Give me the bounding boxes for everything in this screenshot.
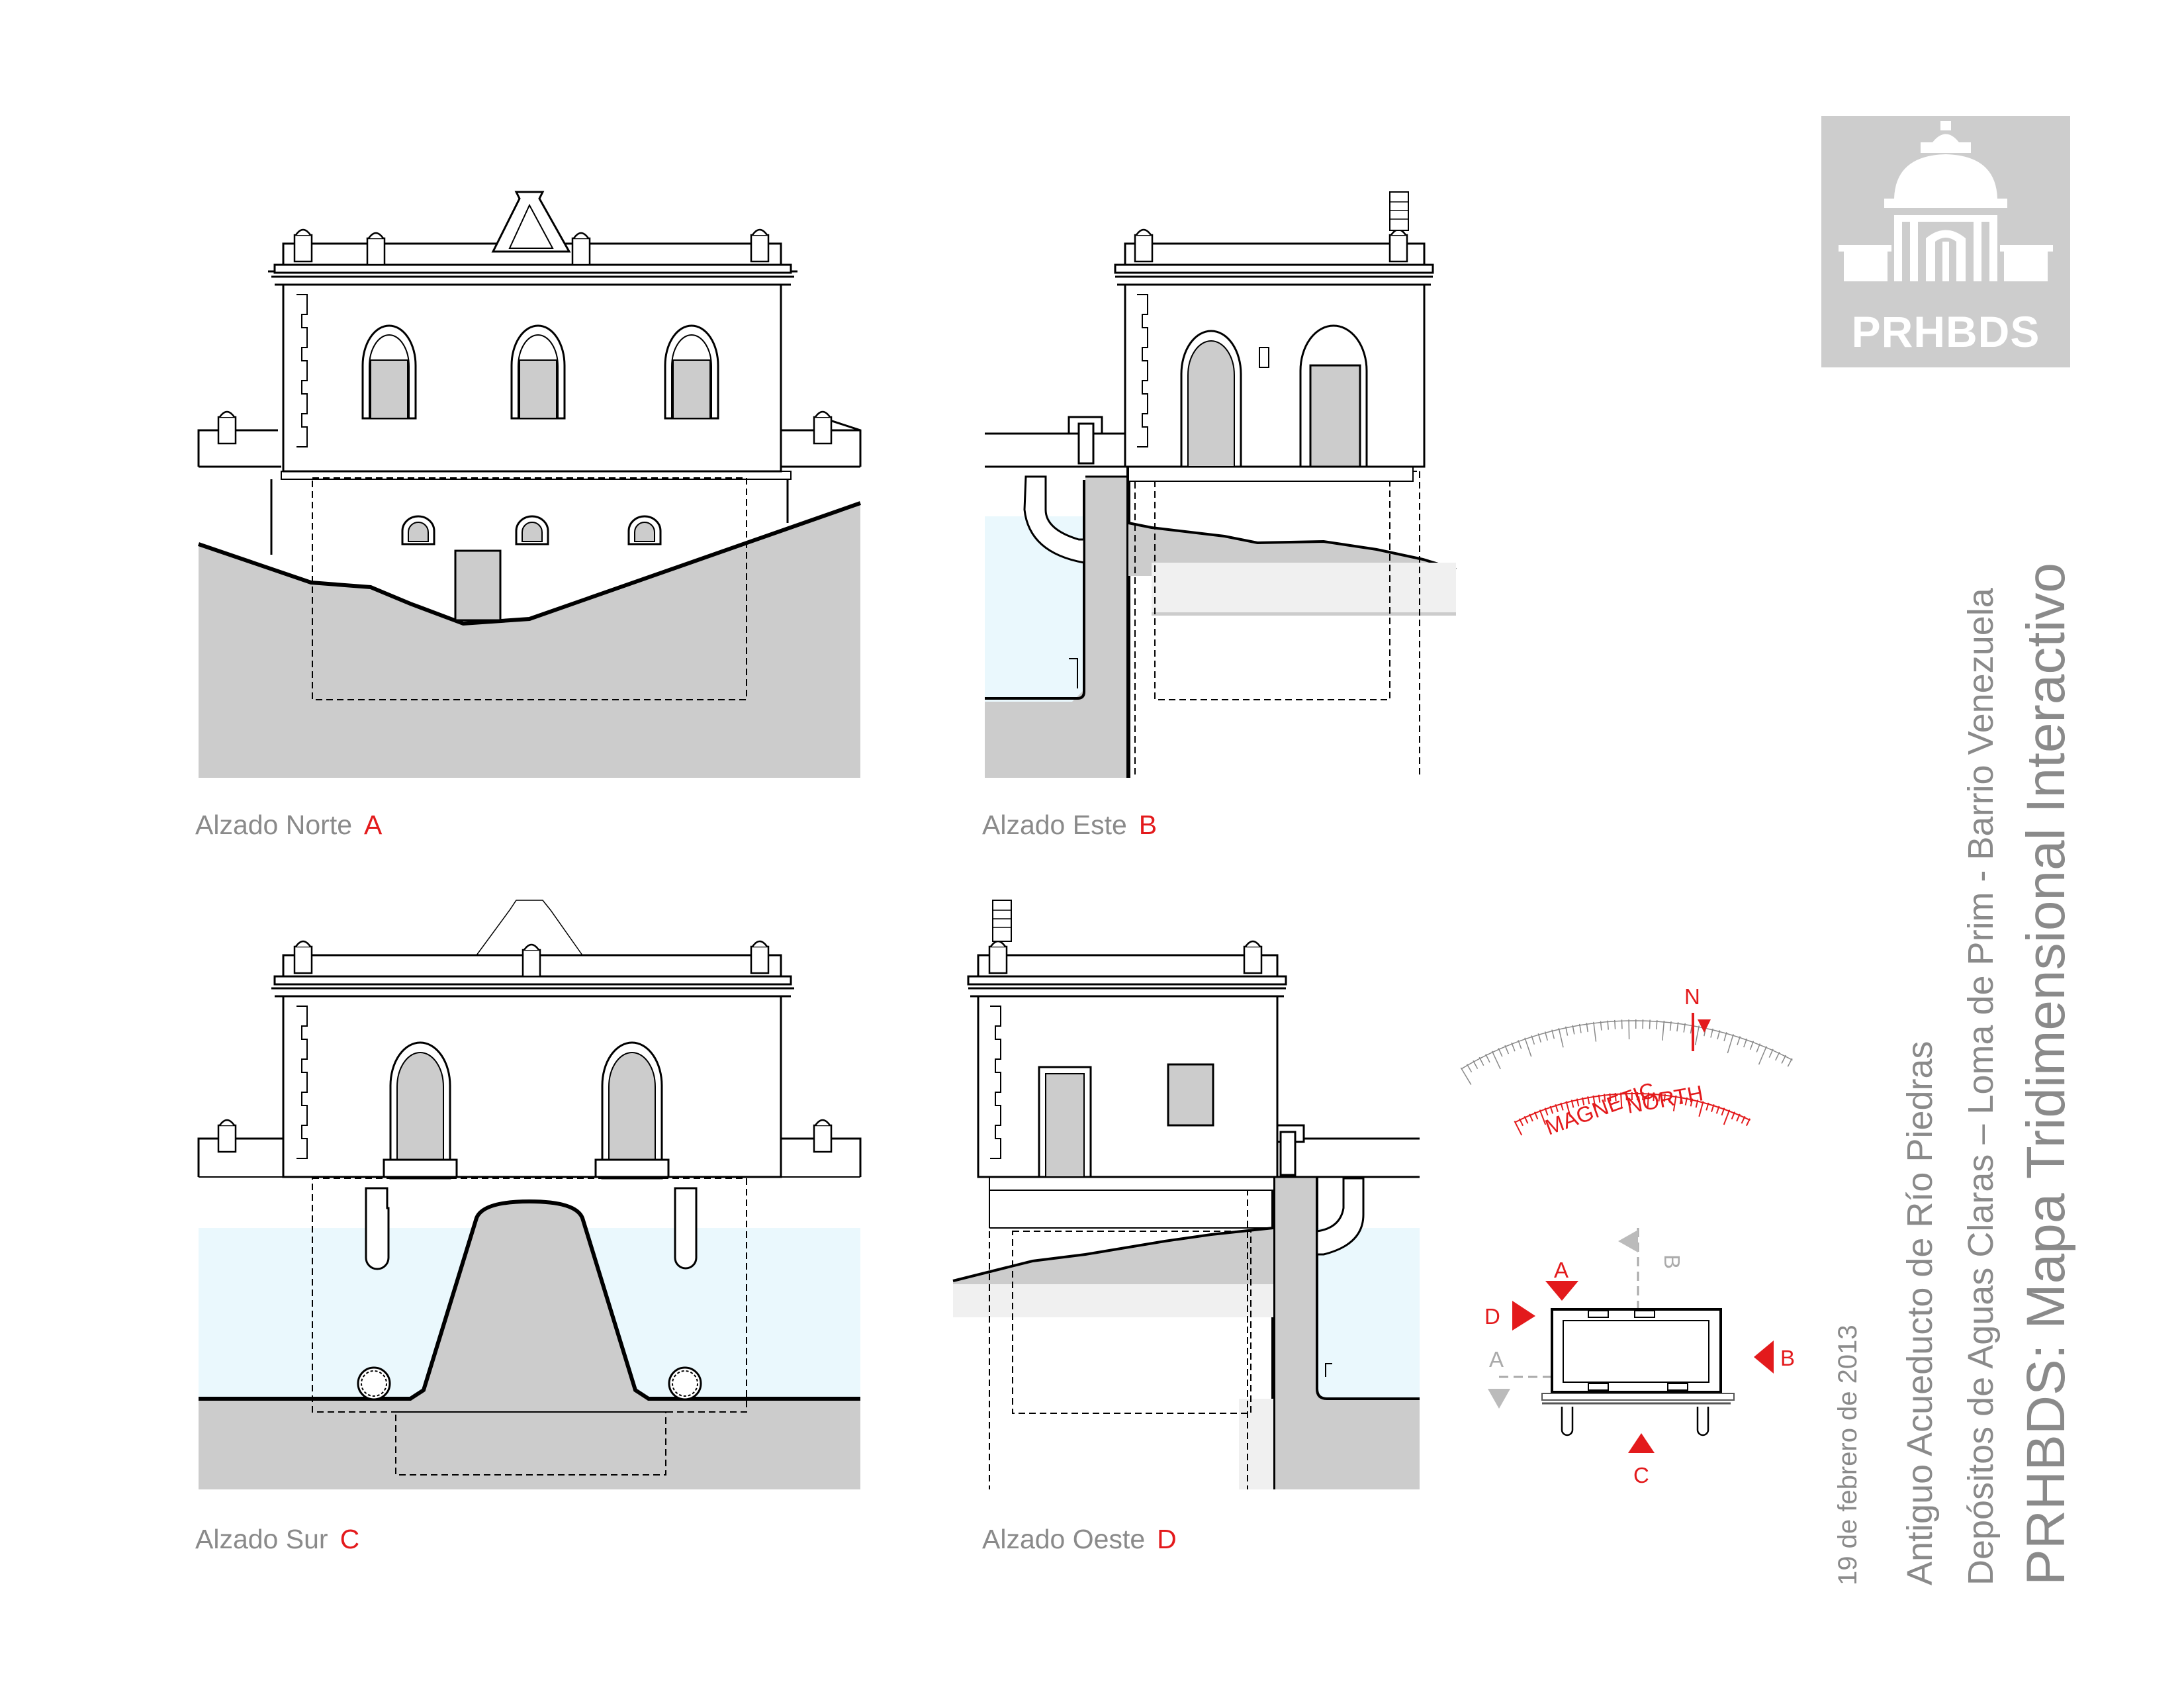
- compass-north-label: N: [1684, 984, 1700, 1009]
- marker-a-label: A: [1554, 1258, 1569, 1282]
- compass-tick: [1592, 1095, 1597, 1111]
- elevation-east-drawing: [985, 191, 1457, 778]
- caption-west-label: Alzado Oeste: [982, 1524, 1146, 1554]
- magnetic-north-pointer: [1698, 1019, 1711, 1033]
- caption-north-label: Alzado Norte: [195, 810, 353, 840]
- compass-tick: [1514, 1121, 1523, 1136]
- compass-tick: [1698, 1101, 1704, 1117]
- caption-west-letter: D: [1157, 1524, 1177, 1554]
- caption-east: Alzado Este B: [982, 810, 1157, 841]
- sheet-date: 19 de febrero de 2013: [1833, 1325, 1862, 1585]
- compass-tick: [1593, 1021, 1597, 1042]
- marker-a-arrow: [1545, 1281, 1578, 1301]
- compass-tick: [1539, 1109, 1547, 1125]
- marker-c-arrow: [1628, 1433, 1655, 1453]
- compass-tick: [1758, 1046, 1767, 1065]
- compass-tick: [1491, 1051, 1501, 1070]
- caption-west: Alzado Oeste D: [982, 1524, 1177, 1555]
- elevation-north-drawing: [197, 191, 862, 778]
- caption-east-label: Alzado Este: [982, 810, 1127, 840]
- project-title-line3: PRHBDS: Mapa Tridimensional Interactivo: [2016, 563, 2076, 1585]
- capitol-dome-icon: [1839, 121, 2053, 281]
- compass-tick: [1647, 1092, 1649, 1109]
- compass-tick: [1460, 1067, 1472, 1085]
- elevation-west-drawing: [952, 900, 1420, 1489]
- compass-arc: [1461, 1020, 1793, 1070]
- svg-text:B: B: [1660, 1254, 1684, 1269]
- marker-d-arrow: [1512, 1301, 1535, 1331]
- elevation-south-drawing: [197, 900, 862, 1489]
- caption-north-letter: A: [364, 810, 383, 840]
- caption-east-letter: B: [1138, 810, 1158, 840]
- marker-d-label: D: [1484, 1304, 1500, 1329]
- key-plan: B A A B C D: [1484, 1228, 1795, 1487]
- caption-south-letter: C: [340, 1524, 360, 1554]
- compass-tick: [1727, 1034, 1734, 1054]
- logo-text: PRHBDS: [1851, 307, 2040, 356]
- caption-south-label: Alzado Sur: [195, 1524, 328, 1554]
- project-title-line1: Antiguo Acueducto de Río Piedras: [1900, 1041, 1940, 1585]
- compass-rose: N MAGNETIC NORTH: [1460, 984, 1793, 1140]
- compass-arc: [1514, 1093, 1751, 1123]
- caption-south: Alzado Sur C: [195, 1524, 359, 1555]
- compass-tick: [1565, 1101, 1571, 1117]
- compass-tick: [1662, 1020, 1665, 1041]
- prhbds-logo: PRHBDS: [1821, 116, 2070, 367]
- svg-text:A: A: [1489, 1347, 1504, 1372]
- caption-north: Alzado Norte A: [195, 810, 382, 841]
- project-title-line2: Depósitos de Aguas Claras – Loma de Prim…: [1961, 588, 2001, 1585]
- marker-c-label: C: [1633, 1463, 1649, 1487]
- compass-tick: [1558, 1027, 1564, 1048]
- compass-tick: [1672, 1095, 1677, 1111]
- marker-b-arrow: [1754, 1340, 1774, 1374]
- compass-tick: [1723, 1109, 1731, 1125]
- compass-tick: [1694, 1025, 1700, 1045]
- marker-b-label: B: [1780, 1346, 1795, 1370]
- compass-tick: [1524, 1037, 1532, 1057]
